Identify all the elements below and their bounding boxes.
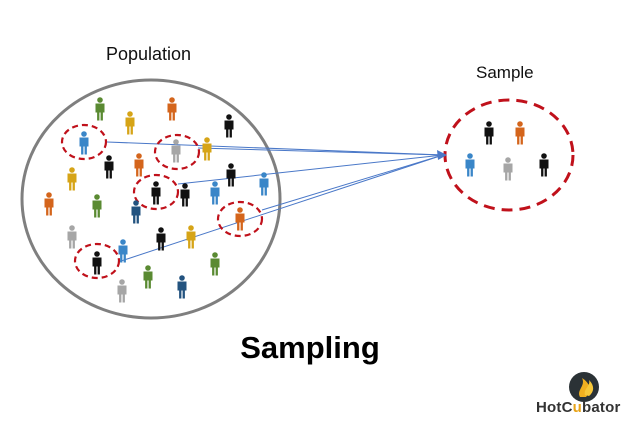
person-icon <box>125 111 135 135</box>
person-icon <box>235 207 245 231</box>
arrowhead-icon <box>437 150 447 160</box>
sample-label: Sample <box>476 63 534 82</box>
person-icon <box>67 225 77 249</box>
person-icon <box>118 239 128 263</box>
person-icon <box>131 200 141 224</box>
person-icon <box>259 172 269 196</box>
selected-person-circle <box>153 133 201 171</box>
person-icon <box>117 279 127 303</box>
person-icon <box>224 114 234 138</box>
person-icon <box>171 139 181 163</box>
person-icon <box>134 153 144 177</box>
person-icon <box>92 194 102 218</box>
logo-text-part: HotC <box>536 399 573 416</box>
diagram-title: Sampling <box>240 330 380 365</box>
person-icon <box>156 227 166 251</box>
person-icon <box>79 131 89 155</box>
person-icon <box>202 137 212 161</box>
logo-text: HotCubator <box>536 399 621 416</box>
person-icon <box>67 167 77 191</box>
person-icon <box>180 183 190 207</box>
sampling-arrow-line <box>106 141 444 156</box>
sampling-arrow-line <box>177 154 444 185</box>
selected-person-circle <box>132 173 180 211</box>
person-icon <box>465 153 475 177</box>
person-icon <box>186 225 196 249</box>
person-icon <box>92 251 102 275</box>
population-label: Population <box>106 44 192 64</box>
selected-person-circle <box>216 200 264 238</box>
person-icon <box>143 265 153 289</box>
logo-text-highlight: u <box>572 399 582 416</box>
person-icon <box>177 275 187 299</box>
population-circle <box>20 78 282 320</box>
person-icon <box>503 157 513 181</box>
logo-text-part: bator <box>582 399 621 416</box>
person-icon <box>515 121 525 145</box>
sampling-arrow-line <box>261 154 444 211</box>
person-icon <box>210 181 220 205</box>
person-icon <box>95 97 105 121</box>
person-icon <box>226 163 236 187</box>
sampling-arrow-line <box>117 154 444 263</box>
person-icon <box>210 252 220 276</box>
person-icon <box>44 192 54 216</box>
sample-circle <box>443 98 575 212</box>
selected-person-circle <box>60 123 108 161</box>
person-icon <box>484 121 494 145</box>
person-icon <box>167 97 177 121</box>
person-icon <box>104 155 114 179</box>
person-icon <box>539 153 549 177</box>
selected-person-circle <box>73 242 121 280</box>
person-icon <box>151 181 161 205</box>
sampling-arrow-line <box>197 147 444 156</box>
